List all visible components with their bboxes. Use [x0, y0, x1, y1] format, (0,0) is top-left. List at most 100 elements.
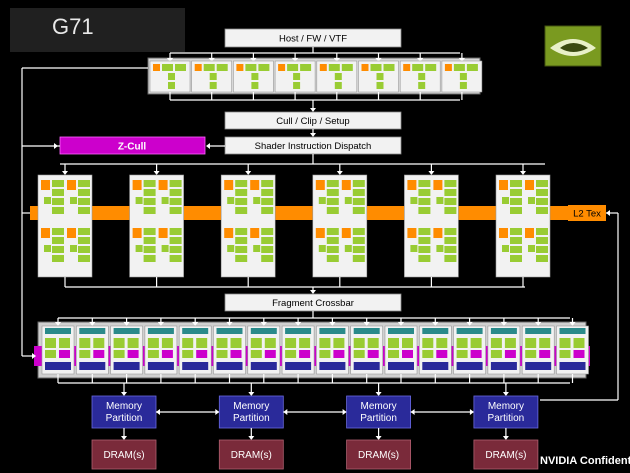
rop-green-block [388, 350, 399, 358]
rop-teal-block [285, 328, 312, 334]
fragment-alu-block [326, 228, 339, 235]
rop-navy-block [319, 362, 346, 370]
fragment-alu-block [418, 237, 431, 244]
fragment-alu-block [326, 237, 339, 244]
fragment-tex-unit [158, 228, 168, 238]
vertex-input-arrow [208, 58, 215, 62]
vertex-input-arrow [375, 58, 382, 62]
rop-green-block [147, 338, 159, 348]
rop-green-block [539, 338, 551, 348]
rop-magenta-block [504, 350, 516, 358]
fragment-alu-block [261, 237, 274, 244]
rop-green-block [333, 338, 345, 348]
fragment-alu-small [410, 197, 418, 204]
fragment-alu-block [536, 228, 548, 235]
fragment-alu-block [418, 255, 431, 262]
rop-magenta-block [230, 350, 242, 358]
fragment-tex-unit [158, 180, 168, 190]
fragment-alu-small [528, 197, 535, 204]
vertex-green-block [334, 82, 342, 89]
fragment-alu-block [143, 228, 156, 235]
rop-navy-block [422, 362, 449, 370]
fragment-alu-small [253, 197, 261, 204]
fragment-alu-block [143, 198, 156, 205]
vertex-green-block [376, 73, 384, 80]
rop-navy-block [353, 362, 380, 370]
rop-teal-block [45, 328, 71, 334]
vertex-green-block [418, 82, 426, 89]
rop-input-arrow [260, 322, 267, 326]
fragment-alu-block [510, 228, 522, 235]
fragment-alu-block [536, 237, 548, 244]
fragment-alu-block [536, 255, 548, 262]
partition-interconnect-arrow-l [283, 409, 288, 415]
fragment-alu-small [70, 245, 77, 252]
rop-navy-block [285, 362, 312, 370]
fragment-alu-block [52, 198, 64, 205]
fragment-alu-small [502, 245, 509, 252]
vertex-input-arrow [458, 58, 465, 62]
fragment-tex-unit [499, 228, 508, 238]
rop-navy-block [113, 362, 140, 370]
fragment-alu-block [261, 246, 274, 253]
fragment-tex-unit [315, 180, 325, 190]
fragment-input-arrow [62, 171, 68, 175]
fragment-tex-unit [67, 180, 76, 190]
fragment-alu-small [410, 245, 418, 252]
memory-partition-label: Partition [488, 413, 525, 424]
rop-teal-block [113, 328, 140, 334]
rop-green-block [525, 338, 537, 348]
right-feedback-arrow [606, 210, 610, 216]
vertex-green-block [216, 64, 228, 71]
rop-green-block [422, 350, 434, 358]
fragment-tex-unit [407, 180, 417, 190]
dram-label: DRAM(s) [358, 450, 399, 461]
partition-interconnect-arrow-r [215, 409, 220, 415]
memory-partition [91, 395, 157, 429]
vertex-green-block [459, 73, 467, 80]
vertex-green-block [175, 64, 186, 71]
fragment-alu-block [510, 198, 522, 205]
fragment-tex-unit [407, 228, 417, 238]
fragment-alu-block [536, 180, 548, 187]
rop-green-block [299, 338, 311, 348]
fragment-alu-block [536, 198, 548, 205]
rop-green-block [422, 338, 434, 348]
fragment-tex-unit [499, 180, 508, 190]
vertex-green-block [251, 82, 259, 89]
fragment-tex-unit [250, 228, 260, 238]
vertex-orange-block [153, 64, 160, 71]
fragment-alu-block [510, 207, 522, 214]
rop-navy-block [490, 362, 517, 370]
partition-to-dram-arrow [121, 436, 127, 440]
rop-navy-block [250, 362, 277, 370]
rop-magenta-block [93, 350, 105, 358]
fragment-tex-unit [132, 228, 142, 238]
rop-navy-block [559, 362, 586, 370]
vertex-green-block [209, 73, 217, 80]
rop-green-block [504, 338, 516, 348]
fragment-alu-block [326, 198, 339, 205]
rop-green-block [250, 338, 262, 348]
fragment-alu-small [135, 245, 143, 252]
fragment-alu-small [135, 197, 143, 204]
fragment-alu-block [510, 237, 522, 244]
fragment-tex-unit [224, 180, 234, 190]
fragment-alu-block [444, 246, 457, 253]
vertex-orange-block [278, 64, 286, 71]
vertex-green-block [376, 82, 384, 89]
rop-teal-block [353, 328, 380, 334]
fragment-alu-block [261, 189, 274, 196]
rop-green-block [79, 350, 91, 358]
fragment-alu-block [169, 246, 182, 253]
partition-to-dram-arrow [375, 436, 382, 440]
rop-magenta-block [539, 350, 551, 358]
rop-green-block [79, 338, 91, 348]
memory-partition-label: Memory [361, 401, 397, 412]
fragment-alu-small [318, 197, 326, 204]
vertex-green-block [459, 82, 467, 89]
fragment-tex-unit [250, 180, 260, 190]
partition-to-dram-arrow [248, 436, 255, 440]
fragment-alu-block [169, 228, 182, 235]
fragment-alu-block [235, 255, 248, 262]
